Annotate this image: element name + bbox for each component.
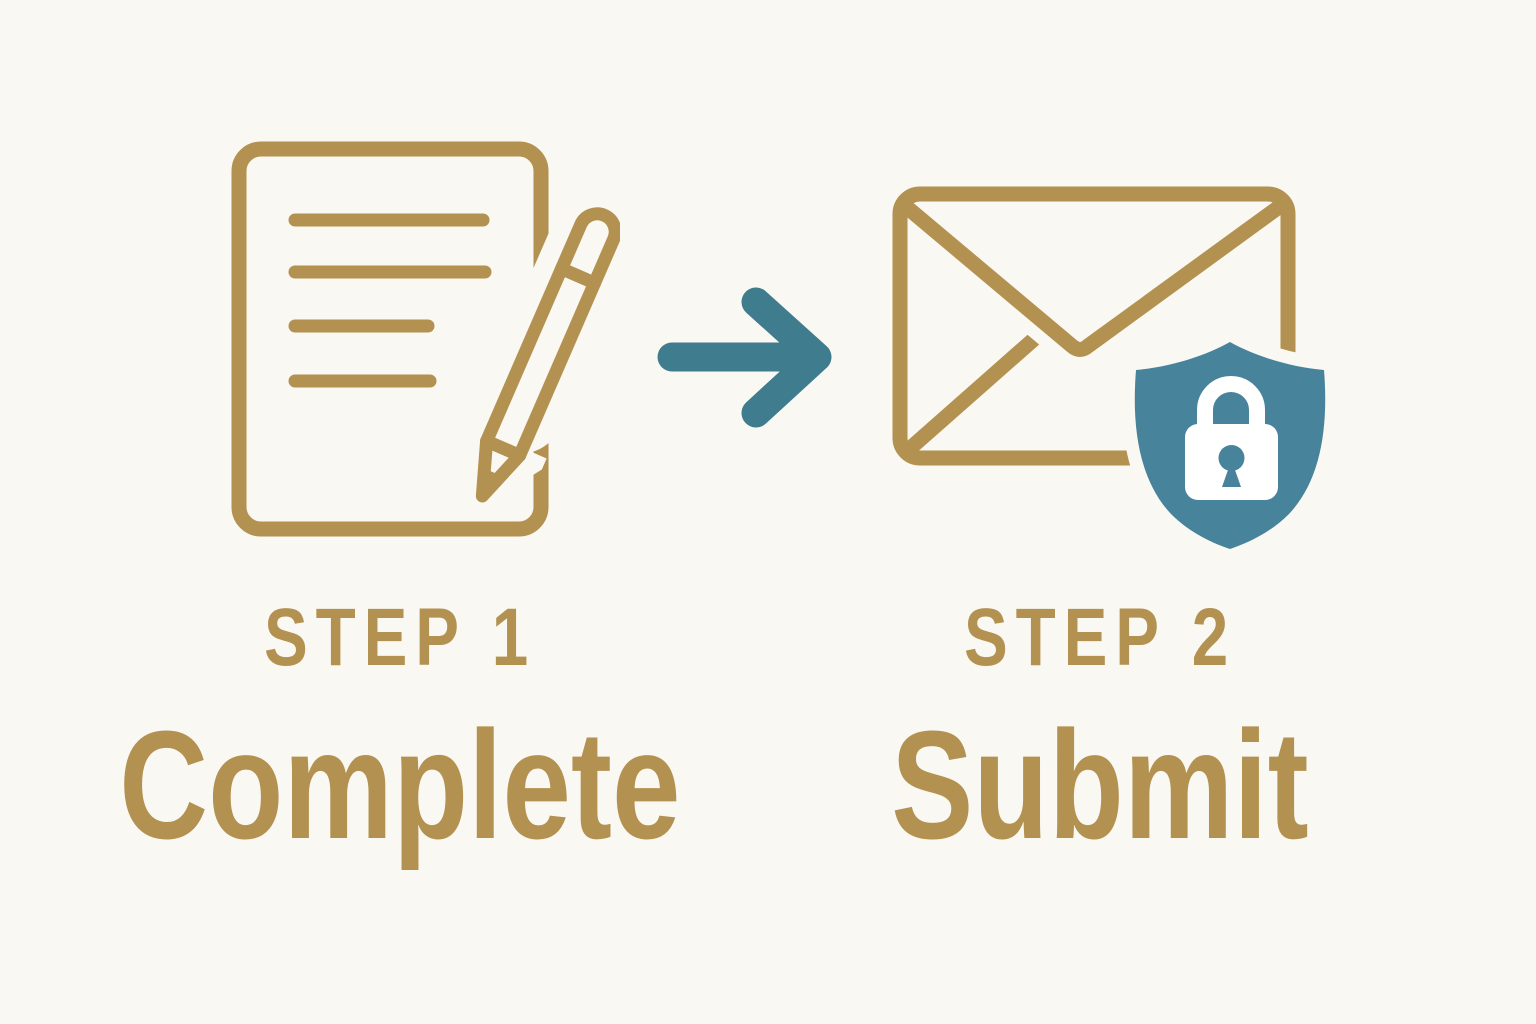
envelope-shield-lock-icon <box>890 186 1339 562</box>
pencil-eraser-band <box>555 262 602 290</box>
document-text-lines <box>288 213 492 388</box>
step-2-text-block: STEP 2 Submit <box>750 592 1450 871</box>
lock-keyhole <box>1218 445 1245 471</box>
step-1-label: STEP 1 <box>263 592 537 683</box>
pencil-body <box>475 207 620 503</box>
lock-shackle <box>1197 376 1265 428</box>
right-arrow-icon <box>657 287 832 428</box>
document-pencil-icon <box>231 141 620 537</box>
envelope-outline <box>892 186 1296 466</box>
arrow-head <box>741 287 832 428</box>
pencil-nib <box>482 468 501 496</box>
envelope-fold-line <box>898 324 1050 460</box>
step-2-label: STEP 2 <box>963 592 1237 683</box>
step-1-text-block: STEP 1 Complete <box>50 592 750 871</box>
envelope-flap-mask <box>890 187 1295 370</box>
lock-icon <box>1185 376 1278 500</box>
step-1-title: Complete <box>119 699 681 871</box>
lock-keyhole-slot <box>1222 460 1241 487</box>
pencil-mask <box>475 186 620 454</box>
pencil-icon <box>461 186 620 511</box>
step-2-title: Submit <box>891 699 1309 871</box>
envelope-flap <box>895 196 1291 357</box>
pencil-tip-line <box>480 434 527 462</box>
